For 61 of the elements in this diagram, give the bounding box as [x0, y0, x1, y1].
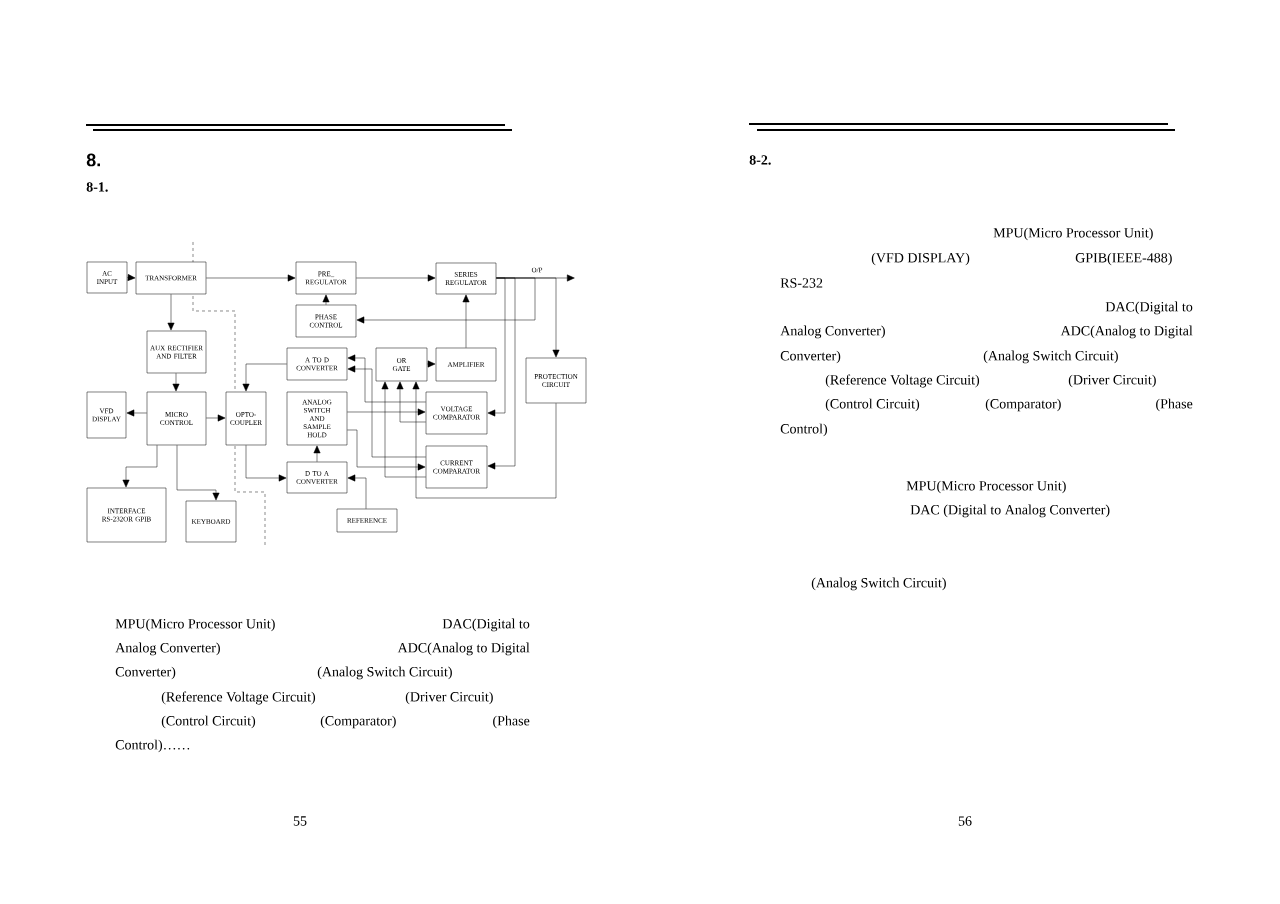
text-fragment: (Phase — [1156, 398, 1193, 412]
text-fragment: (Analog Switch Circuit) — [983, 350, 1118, 364]
arrow — [381, 381, 426, 478]
arrow — [347, 354, 426, 403]
arrow — [347, 474, 367, 509]
text-fragment: (VFD DISPLAY) — [871, 252, 970, 266]
text-fragment: ADC(Analog to Digital — [1060, 325, 1193, 339]
text-fragment: Control) — [780, 423, 828, 437]
text-fragment: Control)…… — [115, 739, 190, 753]
text-fragment: (Analog Switch Circuit) — [317, 666, 452, 680]
text-fragment: Converter) — [115, 666, 176, 680]
arrow — [127, 274, 136, 281]
text-fragment: GPIB(IEEE-488) — [1075, 252, 1172, 266]
text-fragment: DAC(Digital to — [1105, 301, 1193, 315]
arrow — [172, 373, 180, 392]
section-heading: 8-1. — [86, 182, 108, 192]
arrow — [347, 365, 426, 458]
page-number: 55 — [293, 816, 307, 826]
arrow — [167, 294, 175, 331]
arrow — [245, 445, 287, 482]
text-fragment: (Reference Voltage Circuit) — [825, 374, 980, 388]
arrow — [206, 274, 296, 282]
text-fragment: (Analog Switch Circuit) — [811, 577, 946, 591]
arrow — [322, 294, 330, 305]
section-heading: 8-2. — [749, 155, 771, 165]
page-number: 56 — [958, 816, 972, 826]
arrow — [396, 381, 426, 423]
arrow — [313, 445, 321, 462]
text-fragment: (Driver Circuit) — [405, 691, 493, 705]
section-heading: 8. — [86, 153, 100, 167]
arrow — [356, 277, 536, 324]
arrow — [122, 445, 158, 488]
arrow — [462, 294, 470, 348]
text-fragment: (Phase — [493, 715, 530, 729]
text-fragment: (Control Circuit) — [161, 715, 256, 729]
text-fragment: (Reference Voltage Circuit) — [161, 691, 316, 705]
text-fragment: MPU(Micro Processor Unit) — [906, 480, 1066, 494]
text-fragment: ADC(Analog to Digital — [397, 642, 530, 656]
arrow — [347, 429, 426, 471]
text-fragment: MPU(Micro Processor Unit) — [993, 227, 1153, 241]
arrow — [487, 277, 506, 417]
text-fragment: Converter) — [780, 350, 841, 364]
text-fragment: Analog Converter) — [780, 325, 885, 339]
text-fragment: (Driver Circuit) — [1068, 374, 1156, 388]
arrow — [206, 414, 226, 422]
arrow — [176, 445, 220, 501]
text-fragment: DAC (Digital to Analog Converter) — [910, 504, 1110, 518]
arrow — [487, 277, 516, 470]
arrow — [356, 274, 436, 282]
text-fragment: (Comparator) — [320, 715, 396, 729]
text-fragment: RS-232 — [780, 278, 823, 288]
arrow — [347, 408, 426, 416]
text-fragment: Analog Converter) — [115, 642, 220, 656]
arrow — [427, 360, 436, 368]
text-fragment: MPU(Micro Processor Unit) — [115, 618, 275, 632]
text-fragment: DAC(Digital to — [442, 618, 530, 632]
arrow — [242, 363, 287, 392]
text-fragment: (Control Circuit) — [825, 398, 920, 412]
arrow — [412, 381, 557, 499]
text-fragment: (Comparator) — [985, 398, 1061, 412]
arrow — [126, 409, 147, 417]
